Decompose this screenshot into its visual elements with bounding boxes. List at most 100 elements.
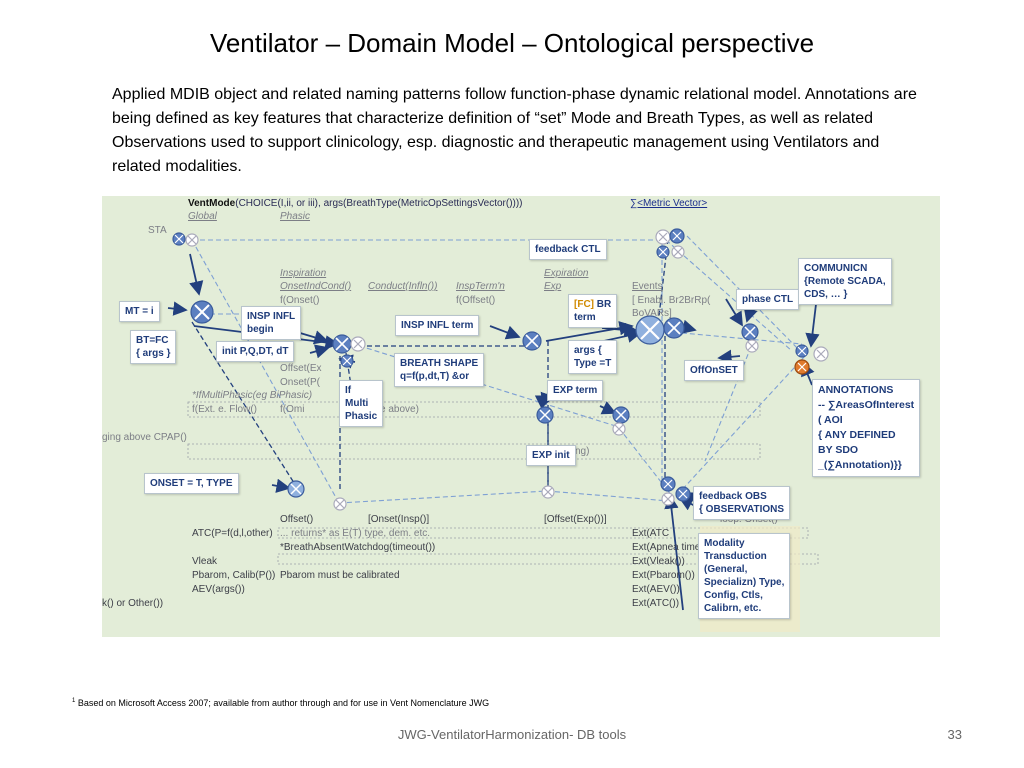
row-bands — [187, 401, 819, 565]
callout-feedback-obs-line1: feedback OBS — [699, 491, 767, 502]
bg-inspiration: Inspiration — [280, 268, 327, 279]
callout-modality-line1: Modality — [704, 538, 745, 549]
footnote-mark: 1 — [72, 698, 76, 704]
callout-modality-line5: Config, Ctls, — [704, 590, 763, 601]
bg-onset-insp: [Onset(Insp()] — [368, 514, 430, 525]
callout-modality-line3: (General, — [704, 564, 748, 575]
callout-insp-infl-begin: INSP INFL begin — [241, 306, 302, 340]
callout-onset: ONSET = T, TYPE — [144, 473, 239, 494]
callout-phase-ctl: phase CTL — [736, 289, 800, 310]
bg-ext-pbarom: Ext(Pbarom()) — [632, 570, 695, 581]
bg-bo-vars: BoVARs] — [632, 308, 672, 319]
callout-modality-line6: Calibrn, etc. — [704, 603, 762, 614]
bg-onset-fn: f(Onset() — [280, 295, 320, 306]
callout-insp-infl-begin-line1: INSP INFL — [247, 311, 296, 322]
callout-init: init P,Q,DT, dT — [216, 341, 295, 362]
footnote-text: Based on Microsoft Access 2007; availabl… — [77, 698, 490, 708]
dashed-connectors — [191, 235, 806, 504]
callout-annotations-line6: _(∑Annotation)}} — [818, 459, 902, 471]
vent-mode-header: VentMode(CHOICE(I,ii, or iii), args(Brea… — [188, 198, 523, 209]
callout-communicn-line3: CDS, … } — [804, 289, 848, 300]
callout-if-multi: If Multi Phasic — [339, 380, 384, 427]
callout-args-type-line2: Type =T — [574, 358, 612, 369]
callout-feedback-obs-line2: { OBSERVATIONS — [699, 504, 785, 515]
bg-breath-absent: *BreathAbsentWatchdog(timeout()) — [280, 542, 436, 553]
bg-onset-ind: OnsetIndCond() — [280, 281, 352, 292]
callout-insp-infl-term: INSP INFL term — [395, 315, 480, 336]
bg-pbarom-calib: Pbarom must be calibrated — [280, 570, 400, 581]
bg-phasic: Phasic — [280, 211, 311, 222]
bg-pbarom: Pbarom, Calib(P()) — [192, 570, 276, 581]
bg-enable: [ Enabl. Br2BrRp( — [632, 295, 711, 306]
node-icons — [172, 228, 829, 511]
bg-vleak: Vleak — [192, 556, 218, 567]
callout-off-onset: OffOnSET — [684, 360, 744, 381]
footnote: 1 Based on Microsoft Access 2007; availa… — [72, 698, 489, 708]
callout-fc-br: BR — [596, 299, 612, 310]
callout-breath-shape-line1: BREATH SHAPE — [400, 358, 479, 369]
bg-offset2: Offset() — [280, 514, 314, 525]
callout-modality: Modality Transduction (General, Speciali… — [698, 533, 791, 619]
bg-ext-vleak: Ext(Vleak()) — [632, 556, 685, 567]
vent-mode-header-bold: VentMode — [188, 198, 236, 209]
bg-start: STA — [148, 225, 167, 236]
callout-if-multi-line3: Phasic — [345, 411, 378, 422]
bg-exp: Exp — [544, 281, 562, 292]
callout-annotations-line1: ANNOTATIONS — [818, 384, 894, 396]
callout-mt: MT = i — [119, 301, 160, 322]
bg-ext-aev: Ext(AEV()) — [632, 584, 680, 595]
callout-annotations: ANNOTATIONS -- ∑AreasOfInterest ( AOI { … — [812, 379, 921, 477]
callout-args-type: args { Type =T — [568, 340, 618, 374]
callout-insp-infl-begin-line2: begin — [247, 324, 274, 335]
callout-fc-term: term — [574, 312, 596, 323]
metric-vector-header: ∑<Metric Vector> — [630, 198, 708, 209]
bg-events: Events — [632, 281, 663, 292]
bg-if-multi: *IfMultiPhasic(eg BiPhasic) — [192, 390, 313, 401]
callout-exp-init: EXP init — [526, 445, 576, 466]
callout-annotations-line5: BY SDO — [818, 444, 859, 456]
vent-mode-header-rest: (CHOICE(I,ii, or iii), args(BreathType(M… — [235, 198, 523, 209]
bg-ext-apnea: Ext(Apnea timeout()) — [632, 542, 725, 553]
callout-annotations-line3: ( AOI — [818, 414, 843, 426]
bg-expiration: Expiration — [544, 268, 589, 279]
bg-ext-atc2: Ext(ATC — [632, 528, 670, 539]
bg-f-ext: f(Ext. e. Flow() — [192, 404, 258, 415]
bg-onset-p: Onset(P( — [280, 377, 321, 388]
callout-bt-fc-line2: { args } — [136, 348, 171, 359]
callout-communicn-line2: {Remote SCADA, — [804, 276, 886, 287]
callout-if-multi-line1: If — [345, 385, 352, 396]
bg-e-above: e above) — [380, 404, 419, 415]
bg-ging: ging above CPAP() — [102, 432, 187, 443]
callout-annotations-line4: { ANY DEFINED — [818, 429, 896, 441]
page-number: 33 — [947, 727, 962, 742]
callout-modality-line2: Transduction — [704, 551, 767, 562]
bg-offset-ex: Offset(Ex — [280, 363, 322, 374]
callout-bt-fc-line1: BT=FC — [136, 335, 169, 346]
diagram-panel: VentMode(CHOICE(I,ii, or iii), args(Brea… — [102, 196, 940, 637]
bg-f-omi: f(Omi — [280, 404, 305, 415]
callout-communicn-line1: COMMUNICN — [804, 263, 868, 274]
callout-breath-shape: BREATH SHAPE q=f(p,dt,T) &or — [394, 353, 485, 387]
callout-communicn: COMMUNICN {Remote SCADA, CDS, … } — [798, 258, 892, 305]
bg-conduct: Conduct(Infln()) — [368, 281, 438, 292]
bg-aev: AEV(args()) — [192, 584, 245, 595]
bg-ext-atc: Ext(ATC()) — [632, 598, 680, 609]
bg-offset-exp: [Offset(Exp())] — [544, 514, 607, 525]
callout-args-type-line1: args { — [574, 345, 602, 356]
slide-title: Ventilator – Domain Model – Ontological … — [209, 28, 815, 58]
callout-breath-shape-line2: q=f(p,dt,T) &or — [400, 371, 470, 382]
callout-annotations-line2: -- ∑AreasOfInterest — [818, 399, 915, 411]
callout-feedback-obs: feedback OBS { OBSERVATIONS — [693, 486, 791, 520]
callout-if-multi-line2: Multi — [345, 398, 369, 409]
bg-ting: ting) — [570, 446, 590, 457]
intro-paragraph: Applied MDIB object and related naming p… — [112, 86, 917, 175]
callout-exp-term: EXP term — [547, 380, 604, 401]
callout-fc-br-term: [FC] BR term — [568, 294, 618, 328]
bg-global: Global — [188, 211, 217, 222]
bg-atc: ATC(P=f(d,l,other) — [192, 528, 273, 539]
callout-bt-fc: BT=FC { args } — [130, 330, 177, 364]
bg-returns: ... returns* as E(T) type, dem. etc. — [280, 528, 431, 539]
slide-footer: JWG-VentilatorHarmonization- DB tools — [397, 727, 627, 742]
callout-modality-line4: Specializn) Type, — [704, 577, 785, 588]
bg-offset-fn: f(Offset() — [456, 295, 496, 306]
